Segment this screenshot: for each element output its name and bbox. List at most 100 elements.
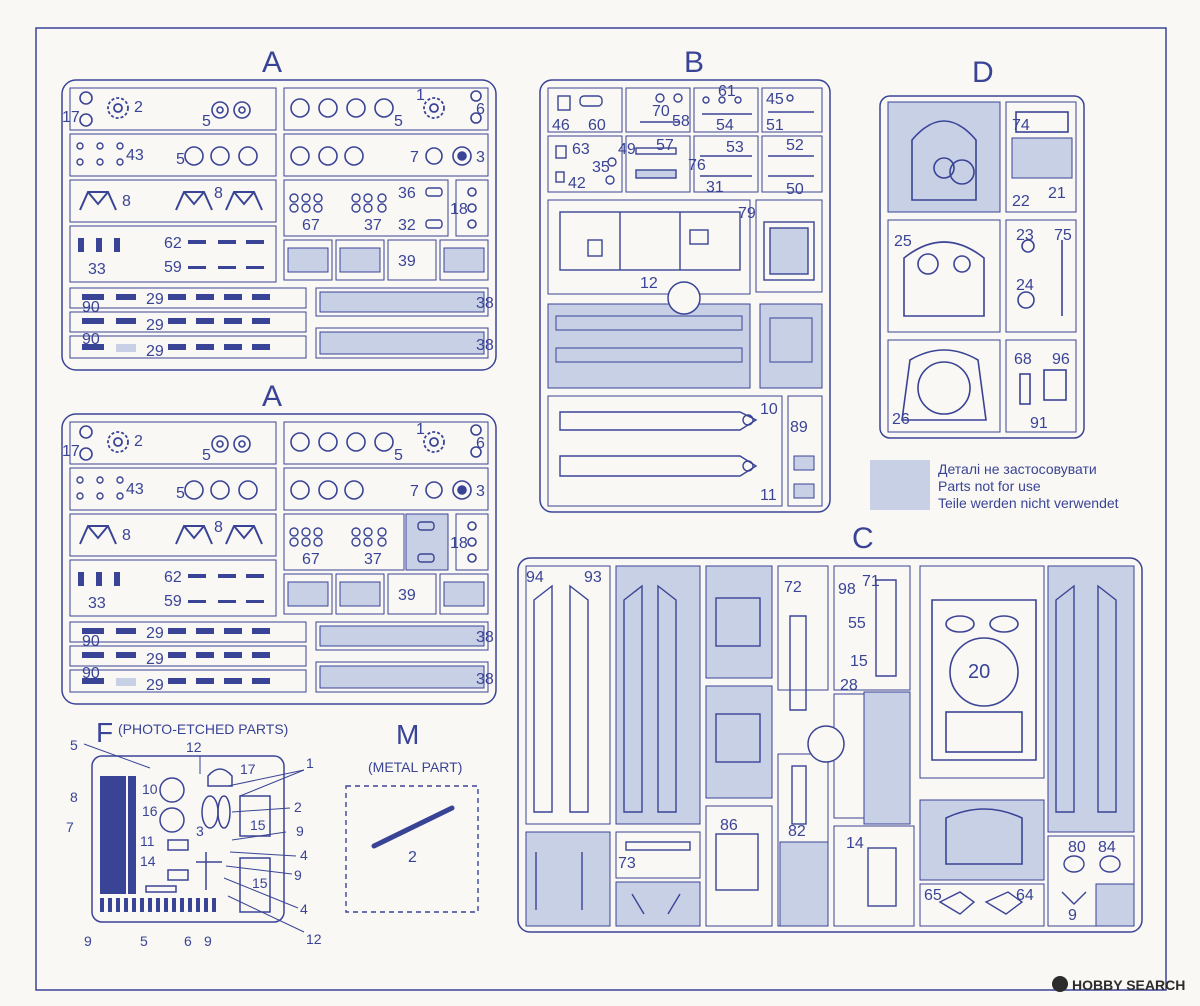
part-38b: 38 [476,671,494,688]
part-72: 72 [784,579,802,596]
sprue-a-bottom-frame [61,413,497,705]
sprue-c-gate [807,725,845,763]
part-8b: 8 [214,519,223,536]
part-39: 39 [398,587,416,604]
sprue-b-frame [539,79,831,513]
sprue-c-numbers: 94 93 72 98 71 55 15 28 20 86 82 73 14 6… [526,569,1116,924]
part-38: 38 [476,295,494,312]
sprue-a-bottom-letter: A [262,380,282,413]
part-53: 53 [726,139,744,156]
part-29b: 29 [146,651,164,668]
part-89: 89 [790,419,808,436]
part-8: 8 [122,193,131,210]
part-15: 15 [850,653,868,670]
metal-part-2: 2 [408,849,417,866]
part-75: 75 [1054,227,1072,244]
part-65: 65 [924,887,942,904]
pe-part-9: 9 [296,823,304,839]
part-98: 98 [838,581,856,598]
sprue-a-top-bogies [79,191,263,211]
part-5c: 5 [394,447,403,464]
part-43: 43 [126,481,144,498]
part-73: 73 [618,855,636,872]
part-45: 45 [766,91,784,108]
pe-part-5: 5 [70,737,78,753]
part-39: 39 [398,253,416,270]
pe-part-9b: 9 [294,867,302,883]
metal-rod [371,805,455,849]
part-5: 5 [202,113,211,130]
sprue-c-small-parts [535,579,1121,915]
sprue-c-letter: C [852,522,874,555]
part-49: 49 [618,141,636,158]
legend: Деталі не застосовувати Parts not for us… [870,460,1119,511]
part-42: 42 [568,175,586,192]
part-25: 25 [894,233,912,250]
part-91: 91 [1030,415,1048,432]
pe-part-8: 8 [70,789,78,805]
part-61: 61 [718,83,736,100]
part-1: 1 [416,421,425,438]
sprue-b-shaded-parts [555,315,815,499]
sprue-a-bottom: A [61,380,497,705]
part-6: 6 [476,101,485,118]
sprue-a-top-wheels [79,90,482,229]
sprue-a-top: A [61,46,497,371]
part-58: 58 [672,113,690,130]
pe-part-6: 6 [184,933,192,949]
part-14: 14 [846,835,864,852]
part-96: 96 [1052,351,1070,368]
part-67: 67 [302,217,320,234]
sprue-d-frame [879,95,1085,439]
part-76: 76 [688,157,706,174]
part-68: 68 [1014,351,1032,368]
part-17: 17 [62,109,80,126]
legend-line-en: Parts not for use [938,478,1041,494]
sprue-f-frame [91,755,285,923]
part-22: 22 [1012,193,1030,210]
sprue-d-turret-parts [901,111,1069,421]
sprue-b-hull-sides [559,411,758,477]
part-67: 67 [302,551,320,568]
sprue-a-bottom-runners [69,421,489,693]
part-7: 7 [410,483,419,500]
sprue-f-parts [145,768,271,913]
pe-part-15: 15 [250,817,266,833]
part-11: 11 [760,487,777,504]
sprue-d: D 74 22 21 25 23 [879,56,1085,439]
part-36: 36 [398,185,416,202]
sprue-a-bottom-part-43 [76,476,124,500]
sprue-a-top-links [289,187,443,229]
part-29: 29 [146,625,164,642]
part-82: 82 [788,823,806,840]
sprue-a-bottom-track-blocks [287,581,485,689]
sprue-f-numbers: 5 12 17 1 10 16 2 8 7 11 3 15 9 14 4 9 1… [66,737,322,949]
part-70: 70 [652,103,670,120]
sprue-m-frame [345,785,479,913]
pe-part-9d: 9 [204,933,212,949]
part-29c: 29 [146,677,164,694]
watermark-text: HOBBY SEARCH [1072,977,1185,993]
sprue-a-bottom-bolts [78,572,264,603]
sprue-a-top-bolts [78,238,264,269]
part-3: 3 [476,483,485,500]
sprue-a-top-track-links [82,294,270,352]
sprue-d-runners [887,101,1077,433]
part-62: 62 [164,569,182,586]
part-55: 55 [848,615,866,632]
sprue-a-bottom-wheels [79,424,482,563]
sprue-a-top-sprockets [107,97,445,119]
part-20: 20 [968,661,990,683]
part-3: 3 [476,149,485,166]
part-18: 18 [450,201,468,218]
sprue-b-small-parts [555,93,814,185]
sprue-b-letter: B [684,46,704,79]
pe-part-10: 10 [142,781,158,797]
part-60: 60 [588,117,606,134]
sprue-b-gate [667,281,701,315]
sprue-a-top-frame [61,79,497,371]
part-2: 2 [134,99,143,116]
part-35: 35 [592,159,610,176]
part-51: 51 [766,117,784,134]
part-37: 37 [364,551,382,568]
